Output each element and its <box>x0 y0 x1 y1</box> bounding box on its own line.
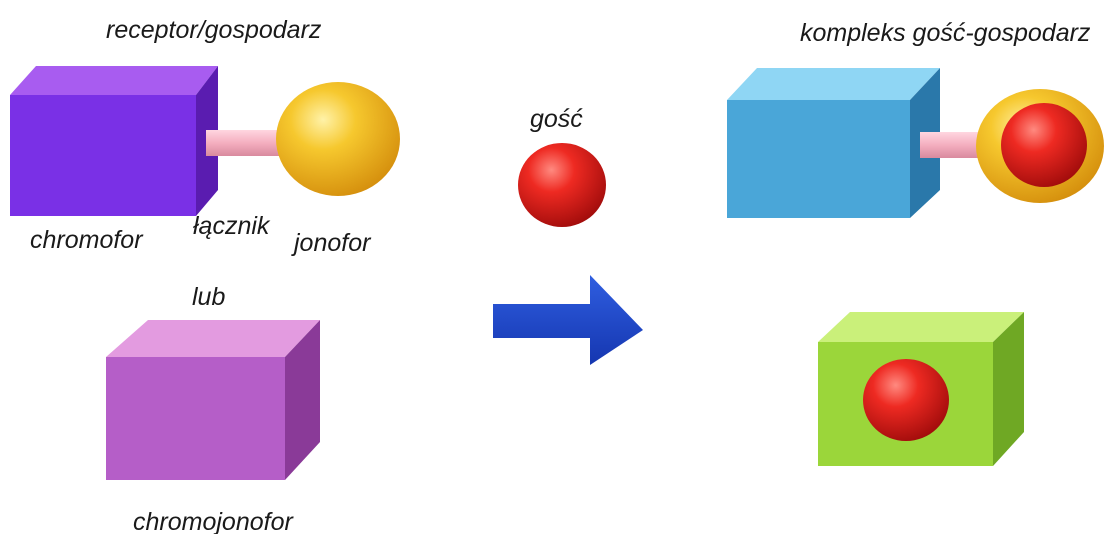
chromoionophore-label: chromojonofor <box>133 508 294 534</box>
complex-block <box>727 68 940 218</box>
chromophore-block <box>10 66 218 216</box>
guest-label: gość <box>530 105 583 133</box>
receptor-label: receptor/gospodarz <box>106 16 322 44</box>
bound-guest-sphere-2 <box>863 359 949 441</box>
reaction-arrow <box>493 275 643 365</box>
or-label: lub <box>192 283 225 311</box>
chromophore-label: chromofor <box>30 226 144 254</box>
ionophore-sphere <box>276 82 400 196</box>
complex-label: kompleks gość-gospodarz <box>800 19 1091 47</box>
ionophore-label: jonofor <box>291 229 372 257</box>
linker-rod <box>206 130 282 156</box>
linker-label: łącznik <box>193 212 271 240</box>
guest-sphere <box>518 143 606 227</box>
chromoionophore-block <box>106 320 320 480</box>
bound-guest-sphere <box>1001 103 1087 187</box>
